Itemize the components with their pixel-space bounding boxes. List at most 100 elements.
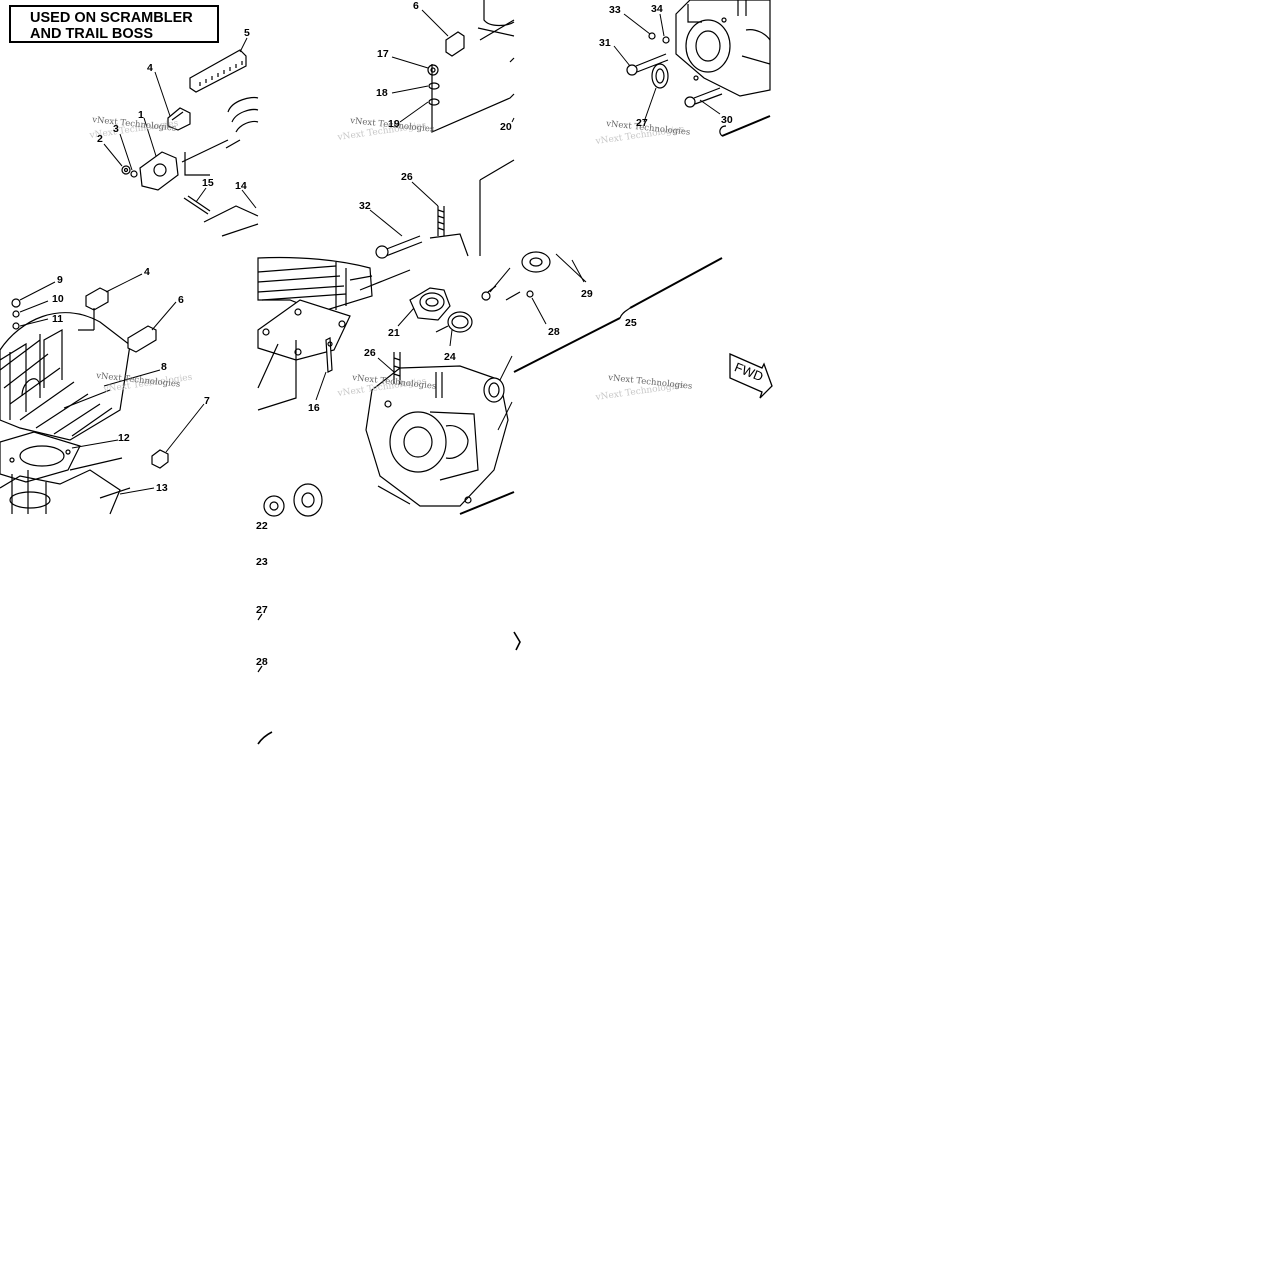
- callout-numbers: 5 4 1 3 2 15 14 6 17 18 19 20 26 32 33 3…: [52, 0, 733, 668]
- callout-16: 16: [308, 402, 320, 414]
- cylinder-base: [0, 469, 131, 515]
- callout-6-mid: 6: [178, 294, 184, 306]
- cylinder-fins-top-middle: [477, 0, 515, 41]
- washer-3: [130, 170, 138, 178]
- callout-31: 31: [599, 37, 611, 49]
- crankcase-edge-top: [429, 159, 515, 257]
- callout-22: 22: [256, 520, 268, 532]
- callout-27-bottom: 27: [256, 604, 268, 616]
- crankcase-half-right: [675, 0, 771, 97]
- washer-11: [12, 322, 20, 330]
- seal-27-center: [483, 377, 505, 403]
- intake-boot-21: [409, 287, 451, 321]
- callout-4-mid: 4: [144, 266, 150, 278]
- callout-30: 30: [721, 114, 733, 126]
- head-fins-top-left: [181, 96, 259, 163]
- drawing-linework: [0, 0, 771, 745]
- callout-25: 25: [625, 317, 637, 329]
- callout-11: 11: [52, 313, 63, 325]
- usage-note-line-2: AND TRAIL BOSS: [30, 26, 153, 42]
- gasket-edge: [69, 457, 123, 471]
- callout-12: 12: [118, 432, 130, 444]
- crankshaft-line-b: [629, 257, 723, 309]
- callout-27-top: 27: [636, 117, 648, 129]
- seal-27: [651, 63, 669, 89]
- leaders-tile-5: [315, 253, 587, 431]
- terminal-strip-6-top: [445, 31, 465, 57]
- intake-gasket: [139, 151, 179, 191]
- bearing-29: [521, 251, 551, 273]
- screw-33: [648, 32, 656, 40]
- callout-29: 29: [581, 288, 593, 300]
- stud-26-top: [437, 206, 445, 236]
- callout-21: 21: [388, 327, 400, 339]
- leaders-tile-2: [369, 9, 515, 237]
- manifold-outline: [203, 205, 259, 237]
- cylinder-center: [257, 256, 411, 313]
- bolt-31: [626, 53, 669, 76]
- callout-24: 24: [444, 351, 456, 363]
- callout-14: 14: [235, 180, 247, 192]
- callout-26-top: 26: [401, 171, 413, 183]
- lower-fragments: [257, 613, 521, 745]
- crankcase-left-half: [365, 365, 509, 507]
- callout-20: 20: [500, 121, 512, 133]
- nut-17: [427, 64, 439, 76]
- callout-17: 17: [377, 48, 389, 60]
- spark-plug-boot: [167, 107, 191, 131]
- clamp-24: [435, 311, 473, 333]
- crankshaft-line-a: [513, 317, 621, 373]
- leader-frame-1: [184, 152, 210, 176]
- terminal-strip-6: [127, 325, 157, 353]
- callout-1: 1: [138, 109, 144, 121]
- callout-8: 8: [161, 361, 167, 373]
- leaders-tile-1: [103, 37, 257, 209]
- stud-frame-20: [431, 64, 515, 133]
- fitting-16: [325, 337, 333, 373]
- callout-5: 5: [244, 27, 250, 39]
- stud-26: [393, 352, 401, 384]
- plug-7: [151, 449, 169, 469]
- fin-edge: [509, 57, 515, 63]
- callout-15: 15: [202, 177, 214, 189]
- callout-18: 18: [376, 87, 388, 99]
- callout-4: 4: [147, 62, 153, 74]
- callout-13: 13: [156, 482, 168, 494]
- callout-2: 2: [97, 133, 103, 145]
- usage-note-line-1: USED ON SCRAMBLER: [30, 10, 193, 26]
- nut-9: [11, 298, 21, 308]
- callout-10: 10: [52, 293, 64, 305]
- callout-6-top: 6: [413, 0, 419, 12]
- bolt-32: [375, 235, 423, 259]
- washer-10: [12, 310, 20, 318]
- callout-34: 34: [651, 3, 663, 15]
- terminal-strip-5: [189, 49, 247, 93]
- washer-18: [428, 82, 440, 90]
- cylinder-head: [0, 312, 131, 441]
- callout-3: 3: [113, 123, 119, 135]
- shaft-end: [719, 125, 727, 137]
- pin-15: [183, 195, 211, 215]
- bearing-22: [263, 495, 285, 517]
- terminal-strip-4: [78, 287, 109, 331]
- callout-23: 23: [256, 556, 268, 568]
- washer-34: [662, 36, 670, 44]
- watermarks: vNext Technologies vNext Technologies vN…: [88, 115, 693, 403]
- callout-28-bottom: 28: [256, 656, 268, 668]
- frame-edge: [257, 343, 279, 389]
- frame-left: [257, 340, 297, 411]
- crankshaft-line-top: [721, 115, 771, 137]
- bolt-30: [684, 87, 723, 108]
- crankshaft-break: [619, 307, 631, 319]
- callout-33: 33: [609, 4, 621, 16]
- pin-28: [505, 290, 534, 301]
- callout-19: 19: [388, 118, 400, 130]
- bearing-23: [293, 483, 323, 517]
- crankshaft-line-center: [459, 491, 515, 515]
- leaders-tile-4: [19, 273, 205, 495]
- callout-7: 7: [204, 395, 210, 407]
- leaders-tile-3: [613, 13, 721, 123]
- callout-26-center: 26: [364, 347, 376, 359]
